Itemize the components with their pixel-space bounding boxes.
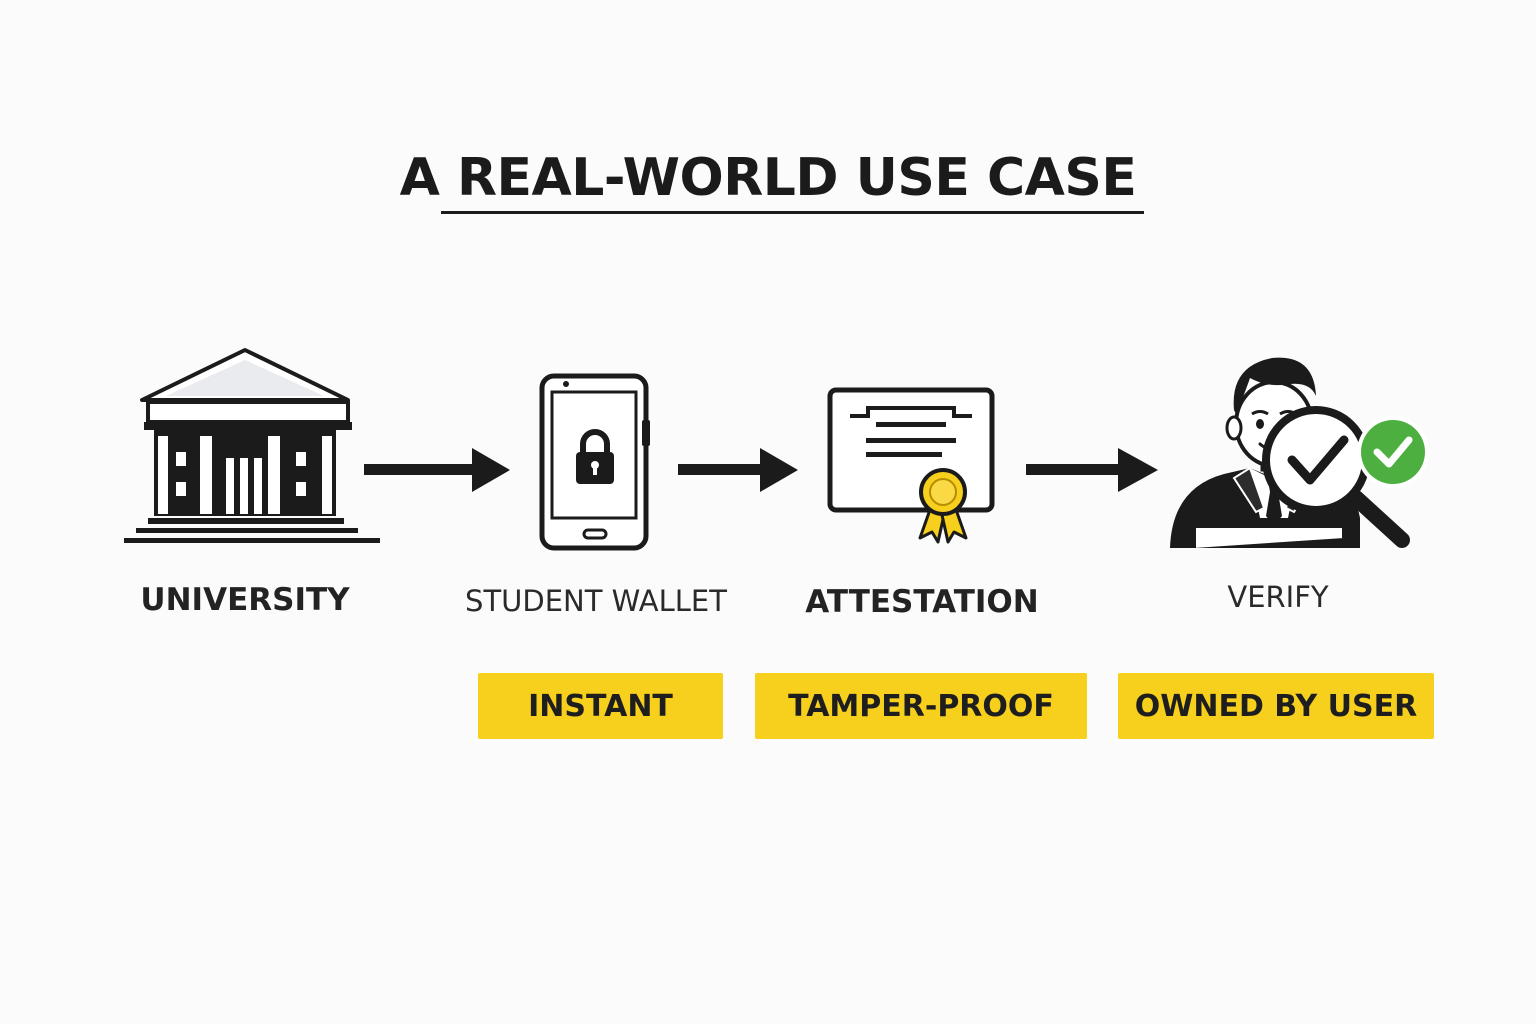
step-label-verify: VERIFY xyxy=(1178,580,1378,614)
verifier-magnifier-check-icon xyxy=(1164,348,1434,554)
step-label-student-wallet: STUDENT WALLET xyxy=(446,584,746,618)
page-title: A REAL-WORLD USE CASE xyxy=(0,148,1536,208)
locked-smartphone-icon xyxy=(536,372,656,554)
badge-instant: INSTANT xyxy=(478,673,723,739)
certificate-award-icon xyxy=(826,386,998,546)
university-building-icon xyxy=(118,346,382,552)
badge-owned-by-user: OWNED BY USER xyxy=(1118,673,1434,739)
badge-tamper-proof: TAMPER-PROOF xyxy=(755,673,1087,739)
arrow-right-icon xyxy=(364,446,514,494)
arrow-right-icon xyxy=(678,446,800,494)
arrow-right-icon xyxy=(1026,446,1162,494)
step-label-university: UNIVERSITY xyxy=(120,582,370,618)
title-underline xyxy=(441,211,1144,214)
step-label-attestation: ATTESTATION xyxy=(786,584,1058,620)
